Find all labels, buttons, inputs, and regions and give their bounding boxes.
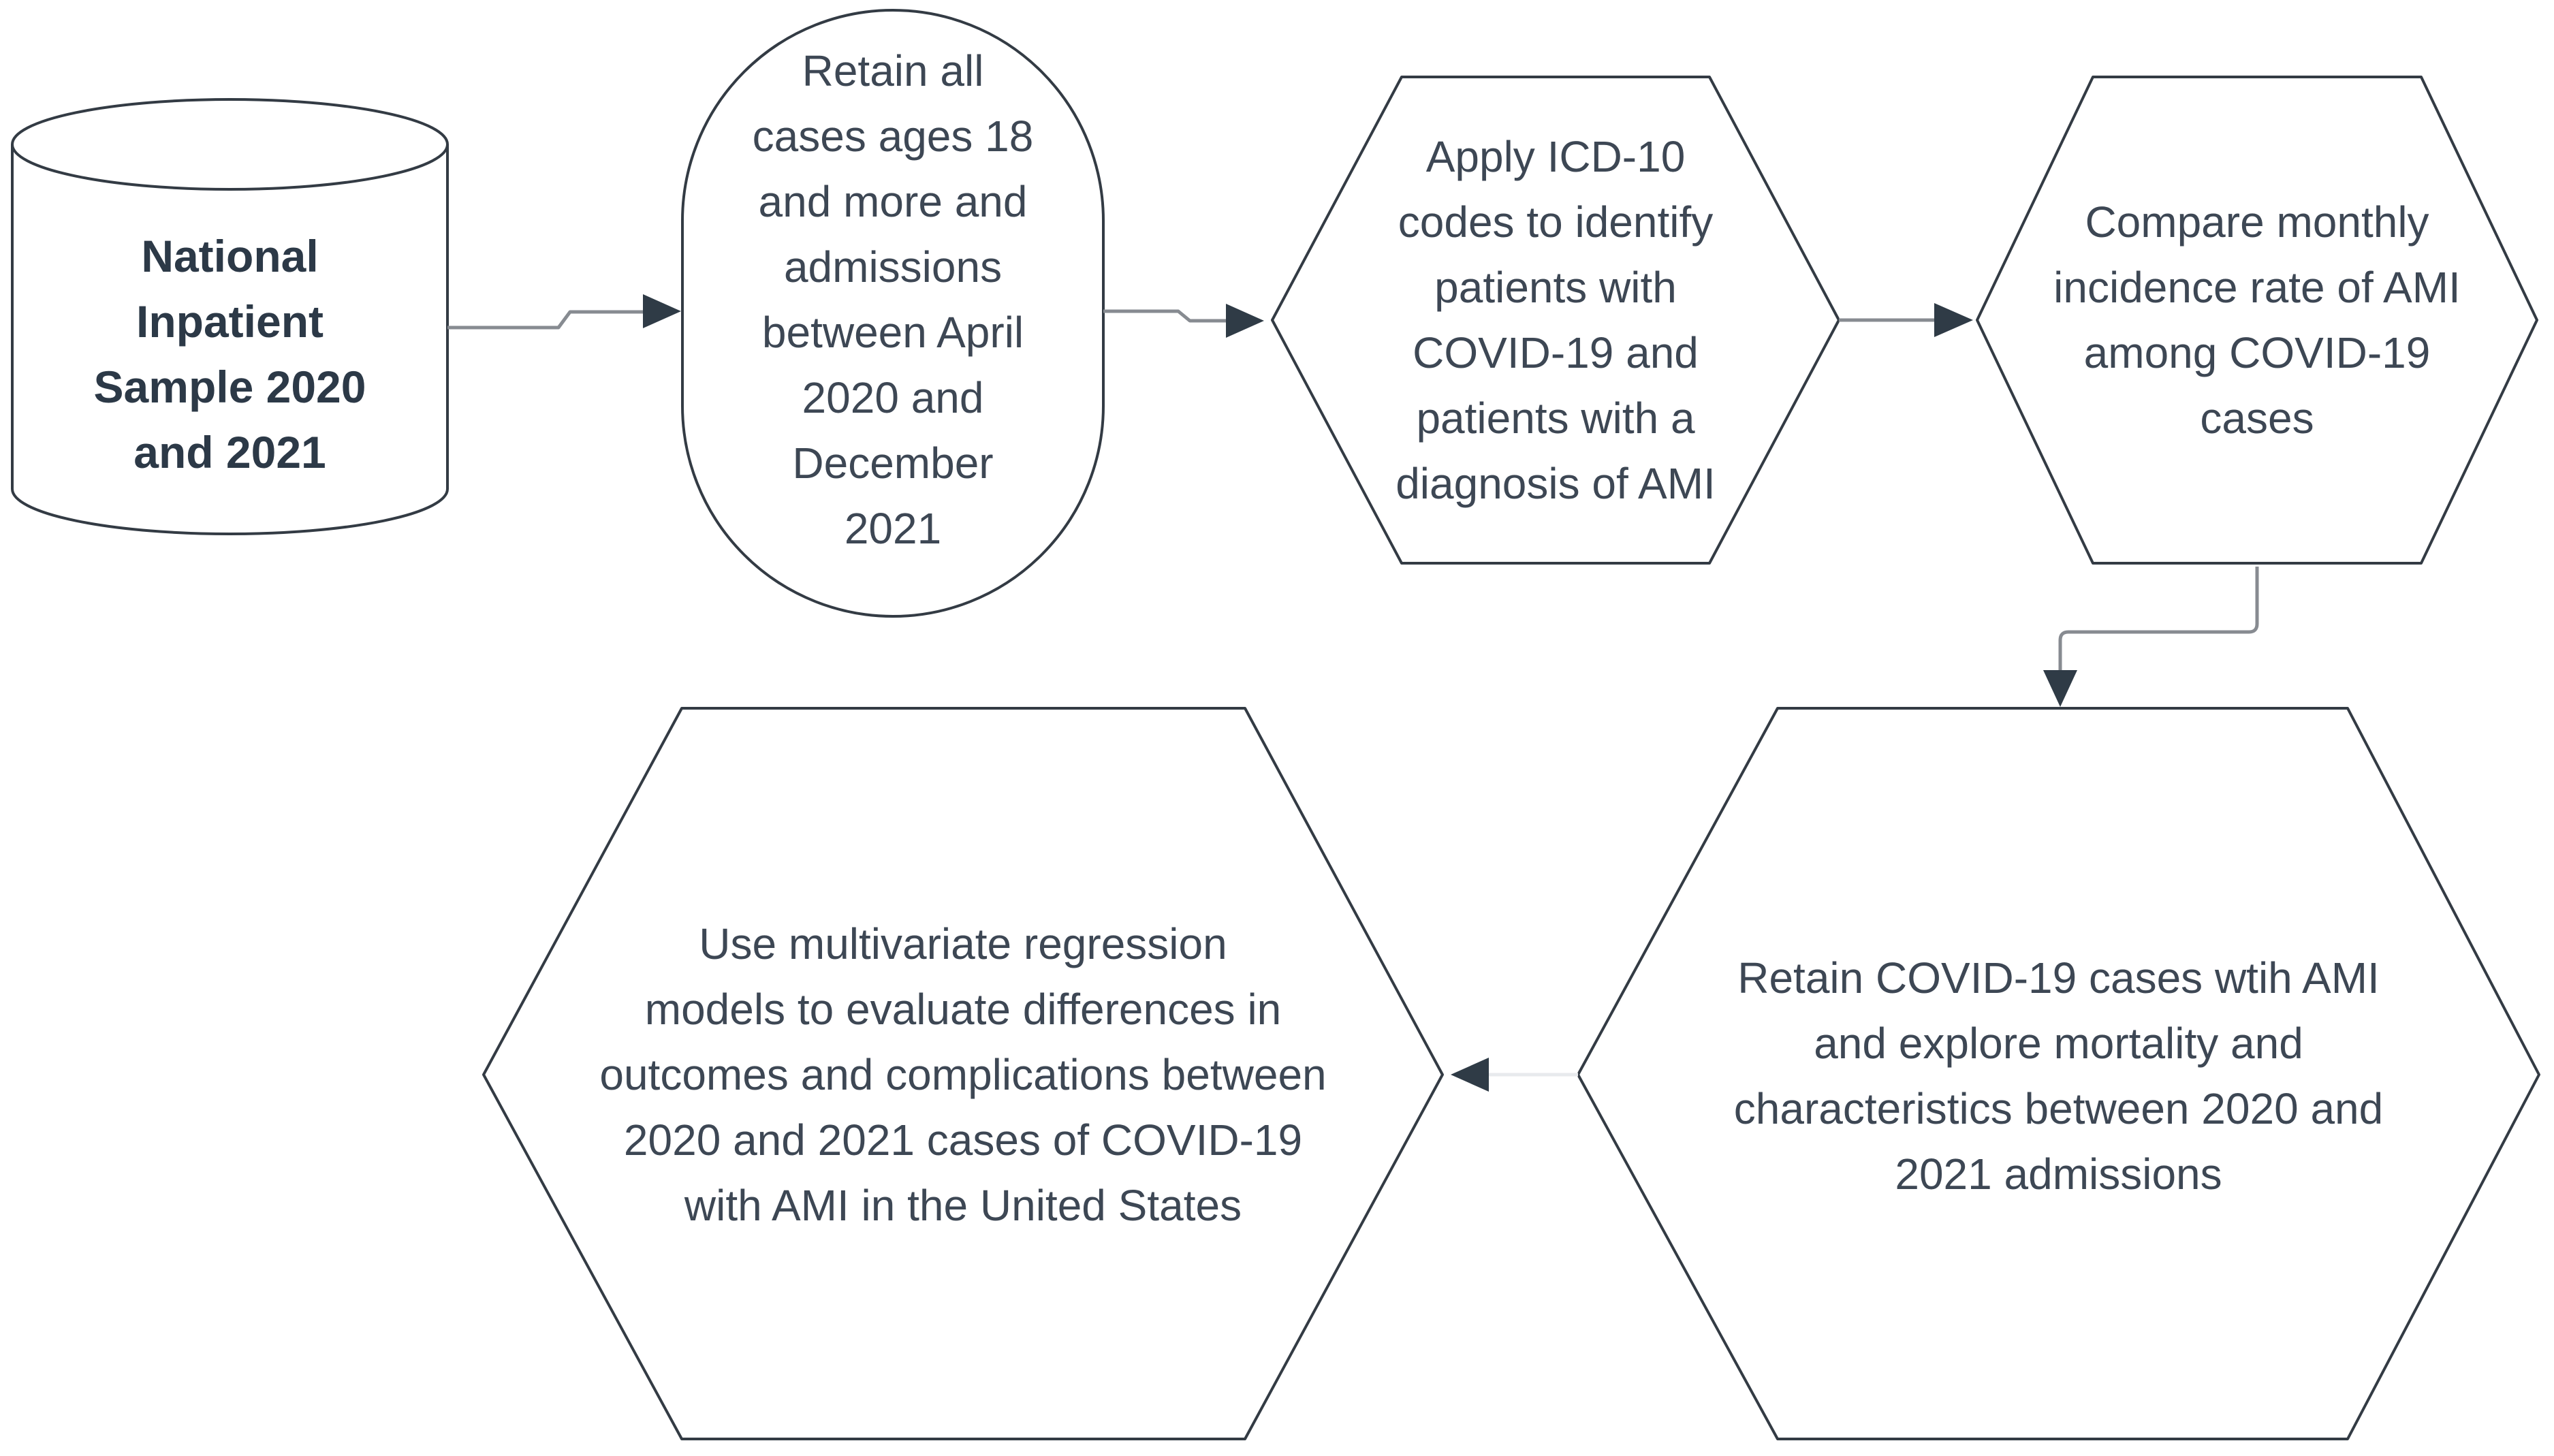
arrowhead-icon xyxy=(2043,670,2077,707)
regression-models-hexagon xyxy=(482,707,1444,1440)
compare-incidence-label: Compare monthly incidence rate of AMI am… xyxy=(2053,197,2461,443)
regression-models-label: Use multivariate regression models to ev… xyxy=(599,919,1327,1230)
retain-covid-ami-hexagon xyxy=(1577,707,2540,1440)
arrow-step3-to-step4 xyxy=(2043,567,2259,707)
arrowhead-icon xyxy=(1934,303,1973,337)
retain-cases-label: Retain all cases ages 18 and more and ad… xyxy=(752,46,1034,553)
arrow-database-to-step1 xyxy=(447,294,681,330)
arrow-step1-to-step2 xyxy=(1103,304,1264,338)
retain-covid-ami-label: Retain COVID-19 cases wtih AMI and explo… xyxy=(1733,953,2384,1199)
arrowhead-icon xyxy=(643,294,681,328)
arrowhead-icon xyxy=(1226,304,1264,338)
retain-cases-oval xyxy=(681,9,1105,618)
compare-incidence-hexagon xyxy=(1976,76,2538,565)
arrow-step2-to-step3 xyxy=(1839,303,1973,337)
arrow-step4-to-step5 xyxy=(1451,1058,1578,1092)
arrowhead-icon xyxy=(1451,1058,1489,1092)
apply-icd10-label: Apply ICD-10 codes to identify patients … xyxy=(1396,132,1716,508)
database-label: National Inpatient Sample 2020 and 2021 xyxy=(93,231,366,477)
database-cylinder xyxy=(11,98,449,535)
